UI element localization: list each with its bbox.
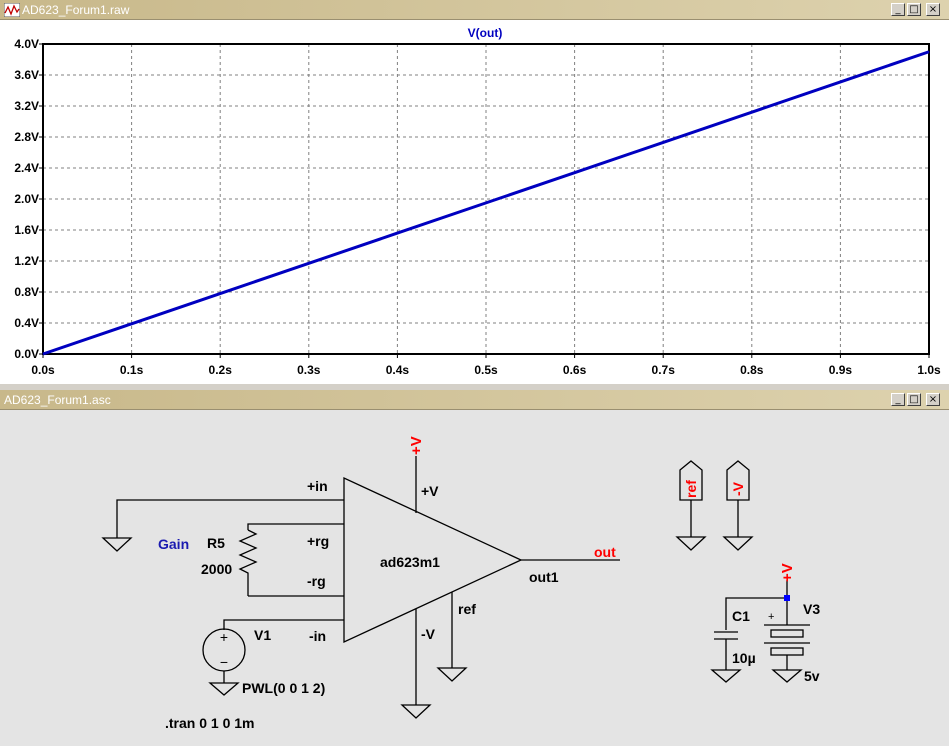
- data-point: [219, 293, 221, 295]
- x-tick-label: 0.2s: [209, 363, 233, 377]
- x-tick-label: 0.6s: [563, 363, 587, 377]
- x-tick-label: 0.8s: [740, 363, 764, 377]
- x-tick-label: 0.5s: [474, 363, 498, 377]
- schematic-canvas[interactable]: + − +V +in +V +rg -rg -in -V ref out1 ou…: [0, 410, 949, 746]
- y-tick-label: 2.8V: [14, 130, 39, 144]
- flag-minus-v-label[interactable]: -V: [730, 481, 746, 496]
- ground-symbol[interactable]: [710, 669, 742, 683]
- close-button[interactable]: ×: [926, 393, 940, 406]
- c1-value[interactable]: 10µ: [732, 650, 756, 666]
- pin-label-minus-in: -in: [309, 628, 326, 644]
- close-button[interactable]: ×: [926, 3, 940, 16]
- pin-label-plus-v: +V: [421, 483, 439, 499]
- pin-label-minus-v: -V: [421, 626, 436, 642]
- data-point: [574, 172, 576, 174]
- wire-minus-in[interactable]: [223, 619, 344, 630]
- data-point: [839, 81, 841, 83]
- supply-flag-plus-v-2[interactable]: +V: [779, 563, 796, 582]
- y-tick-label: 0.0V: [14, 347, 39, 361]
- data-point: [131, 323, 133, 325]
- y-tick-label: 2.0V: [14, 192, 39, 206]
- waveform-plot[interactable]: V(out) 0.0s 0.1s 0.2s 0.3s 0.4s 0.5s 0.6s 0.7s 0…: [0, 20, 949, 384]
- net-flag-ref[interactable]: [679, 460, 703, 501]
- x-tick-label: 1.0s: [917, 363, 941, 377]
- data-point: [42, 353, 44, 355]
- r5-name[interactable]: R5: [207, 535, 225, 551]
- supply-flag-plus-v[interactable]: +V: [408, 436, 425, 455]
- schematic-window-title: AD623_Forum1.asc: [4, 393, 111, 407]
- ground-symbol[interactable]: [436, 667, 468, 682]
- ground-symbol[interactable]: [400, 704, 432, 719]
- pin-label-ref: ref: [458, 601, 476, 617]
- x-tick-label: 0.0s: [31, 363, 55, 377]
- v1-minus-sign: −: [220, 654, 228, 670]
- v1-plus-sign: +: [220, 629, 228, 645]
- x-tick-label: 0.7s: [652, 363, 676, 377]
- data-point: [396, 232, 398, 234]
- maximize-button[interactable]: □: [907, 3, 921, 16]
- waveform-window: AD623_Forum1.raw _ □ × V(out) 0.0s 0.1s 0.…: [0, 0, 949, 384]
- ground-symbol[interactable]: [771, 669, 803, 683]
- trace-label[interactable]: V(out): [468, 26, 503, 40]
- v3-name[interactable]: V3: [803, 601, 820, 617]
- junction-dot: [784, 595, 790, 601]
- v3-value[interactable]: 5v: [804, 668, 820, 684]
- y-tick-label: 2.4V: [14, 161, 39, 175]
- pin-label-out1: out1: [529, 569, 559, 585]
- resistor-r5[interactable]: [238, 529, 258, 596]
- x-tick-label: 0.9s: [829, 363, 853, 377]
- pin-label-minus-rg: -rg: [307, 573, 326, 589]
- y-tick-label: 0.8V: [14, 285, 39, 299]
- plot-frame: [42, 43, 930, 355]
- gain-label[interactable]: Gain: [158, 536, 189, 552]
- opamp-symbol[interactable]: [343, 476, 523, 644]
- y-tick-label: 3.6V: [14, 68, 39, 82]
- waveform-window-title: AD623_Forum1.raw: [22, 3, 130, 17]
- v3-plus-sign: +: [768, 611, 774, 623]
- ground-symbol[interactable]: [722, 536, 754, 551]
- pin-label-plus-rg: +rg: [307, 533, 329, 549]
- minimize-button[interactable]: _: [891, 3, 905, 16]
- y-tick-label: 3.2V: [14, 99, 39, 113]
- battery-v3-cell[interactable]: [770, 629, 804, 638]
- wire-plus-rg[interactable]: [247, 523, 344, 530]
- v1-value[interactable]: PWL(0 0 1 2): [242, 680, 325, 696]
- ground-symbol[interactable]: [675, 536, 707, 551]
- y-tick-label: 0.4V: [14, 316, 39, 330]
- v1-name[interactable]: V1: [254, 627, 271, 643]
- data-point: [751, 111, 753, 113]
- x-tick-label: 0.4s: [386, 363, 410, 377]
- data-point: [662, 141, 664, 143]
- net-label-out[interactable]: out: [594, 544, 616, 560]
- x-tick-label: 0.3s: [297, 363, 321, 377]
- window-divider: [0, 384, 949, 390]
- net-flag-minus-v[interactable]: [726, 460, 750, 501]
- y-tick-label: 1.2V: [14, 254, 39, 268]
- y-tick-label: 4.0V: [14, 37, 39, 51]
- maximize-button[interactable]: □: [907, 393, 921, 406]
- schematic-titlebar[interactable]: AD623_Forum1.asc _ □ ×: [0, 390, 949, 410]
- minimize-button[interactable]: _: [891, 393, 905, 406]
- part-name-ad623[interactable]: ad623m1: [380, 554, 440, 570]
- y-tick-label: 1.6V: [14, 223, 39, 237]
- data-point: [928, 51, 930, 53]
- ground-symbol[interactable]: [101, 537, 133, 552]
- waveform-titlebar[interactable]: AD623_Forum1.raw _ □ ×: [0, 0, 949, 20]
- wire-plus-in[interactable]: [116, 499, 344, 538]
- ground-symbol[interactable]: [208, 682, 240, 696]
- data-point: [308, 262, 310, 264]
- x-tick-label: 0.1s: [120, 363, 144, 377]
- c1-name[interactable]: C1: [732, 608, 750, 624]
- tran-directive[interactable]: .tran 0 1 0 1m: [165, 715, 255, 731]
- flag-ref-label[interactable]: ref: [683, 480, 699, 498]
- data-point: [485, 202, 487, 204]
- waveform-app-icon: [4, 3, 20, 17]
- pin-label-plus-in: +in: [307, 478, 328, 494]
- wire-supply-top[interactable]: [725, 580, 788, 630]
- r5-value[interactable]: 2000: [201, 561, 232, 577]
- schematic-window: AD623_Forum1.asc _ □ ×: [0, 390, 949, 746]
